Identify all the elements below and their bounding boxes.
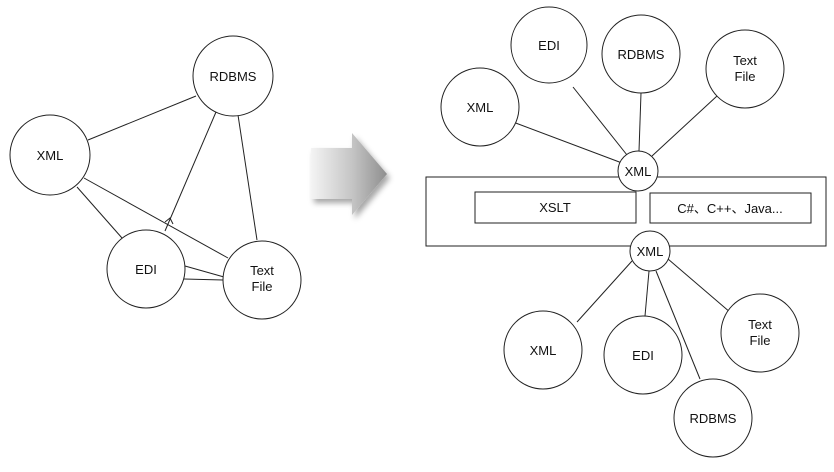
- top-node-xml: XML: [440, 67, 520, 147]
- hub-top-xml-label: XML: [625, 164, 652, 179]
- edge-rdbms-edi: [164, 111, 217, 232]
- edge-edi-textfile-lower: [183, 278, 224, 281]
- top-node-rdbms: RDBMS: [601, 14, 681, 94]
- left-node-rdbms-label: RDBMS: [210, 69, 257, 84]
- top-node-text-file-label-1: Text: [733, 53, 757, 68]
- edge-top-textfile-hub: [651, 95, 718, 157]
- bottom-node-text-file-label-1: Text: [748, 317, 772, 332]
- top-node-text-file: Text File: [705, 29, 785, 109]
- left-diagram: XML RDBMS EDI Text File: [9, 35, 302, 320]
- bottom-node-xml: XML: [503, 310, 583, 390]
- left-node-text-file: Text File: [222, 240, 302, 320]
- bottom-node-edi: EDI: [603, 315, 683, 395]
- left-node-rdbms: RDBMS: [192, 35, 274, 117]
- hub-bottom-xml-label: XML: [637, 244, 664, 259]
- left-node-edi-label: EDI: [135, 262, 157, 277]
- edge-xml-edi: [76, 186, 123, 239]
- left-node-edi: EDI: [106, 229, 186, 309]
- edge-edi-textfile: [184, 265, 225, 278]
- transform-arrow-icon: [311, 133, 387, 215]
- left-node-text-file-label-1: Text: [250, 263, 274, 278]
- bottom-node-edi-label: EDI: [632, 348, 654, 363]
- right-diagram: XSLT C#、C++、Java... XML XML XML EDI RDBM…: [425, 6, 827, 458]
- edge-hub-bottom-textfile: [667, 258, 732, 314]
- edge-top-rdbms-hub: [638, 92, 642, 152]
- hub-top-xml: XML: [617, 150, 659, 192]
- edge-hub-bottom-xml: [576, 260, 633, 323]
- left-node-xml: XML: [9, 114, 91, 196]
- edge-top-xml-hub: [512, 121, 623, 164]
- edge-hub-bottom-rdbms: [655, 270, 701, 380]
- top-node-xml-label: XML: [467, 100, 494, 115]
- bottom-node-text-file-label-2: File: [750, 333, 771, 348]
- top-node-text-file-label-2: File: [735, 69, 756, 84]
- left-node-text-file-label-2: File: [252, 279, 273, 294]
- bottom-node-xml-label: XML: [530, 343, 557, 358]
- top-node-edi-label: EDI: [538, 38, 560, 53]
- top-node-edi: EDI: [510, 6, 588, 84]
- languages-label: C#、C++、Java...: [677, 201, 783, 216]
- languages-box: [649, 192, 812, 224]
- edge-xml-rdbms: [87, 95, 197, 141]
- left-node-xml-label: XML: [37, 148, 64, 163]
- bottom-node-rdbms-label: RDBMS: [690, 411, 737, 426]
- edge-hub-bottom-edi: [644, 270, 650, 317]
- edge-rdbms-textfile: [237, 114, 258, 241]
- bottom-node-text-file: Text File: [720, 293, 800, 373]
- xslt-box: [474, 191, 637, 224]
- edge-crossing-hop: [164, 217, 174, 225]
- top-node-rdbms-label: RDBMS: [618, 47, 665, 62]
- edge-top-edi-hub: [572, 86, 628, 156]
- hub-bottom-xml: XML: [629, 230, 671, 272]
- xslt-label: XSLT: [539, 200, 571, 215]
- bottom-node-rdbms: RDBMS: [673, 378, 753, 458]
- edge-xml-textfile: [83, 177, 229, 259]
